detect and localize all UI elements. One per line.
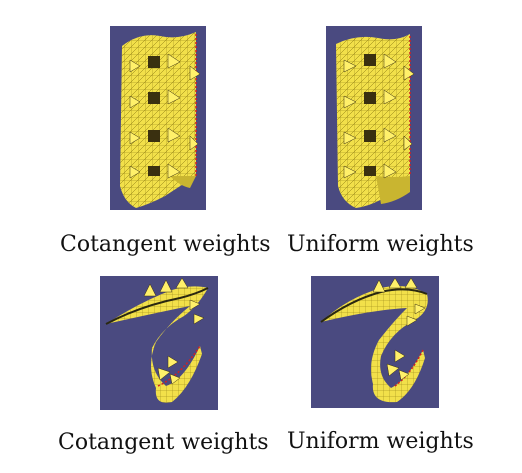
panel-bottom-right-render: [311, 276, 439, 408]
caption-top-right: Uniform weights: [287, 232, 474, 257]
deformed-cylinder-cotangent-image: [110, 26, 206, 210]
panel-bottom-left-render: [100, 276, 218, 410]
caption-bottom-left: Cotangent weights: [58, 430, 269, 455]
twisted-strip-uniform-image: [311, 276, 439, 408]
caption-bottom-right: Uniform weights: [287, 429, 474, 454]
panel-top-left-render: [110, 26, 206, 210]
caption-top-left: Cotangent weights: [60, 232, 271, 257]
deformed-cylinder-uniform-image: [326, 26, 422, 210]
panel-top-right-render: [326, 26, 422, 210]
twisted-strip-cotangent-image: [100, 276, 218, 410]
